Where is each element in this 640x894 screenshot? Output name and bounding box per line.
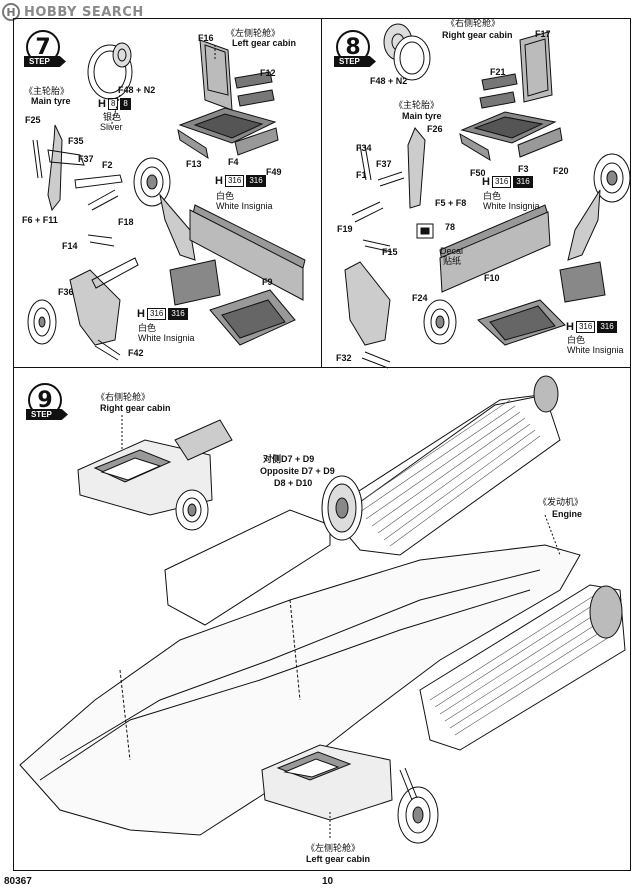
paint-code-fill: 8	[120, 98, 131, 110]
panel-step9	[13, 367, 631, 871]
paint-code-fill: 316	[168, 308, 188, 320]
paint-letter: H	[482, 176, 490, 188]
watermark: H HOBBY SEARCH	[2, 2, 144, 22]
part-f15: F15	[382, 247, 398, 257]
paint-white-8b-en: White Insignia	[567, 345, 624, 355]
part-f17: F17	[535, 29, 551, 39]
paint-white-1: H 316 316	[215, 175, 266, 187]
part-f4: F4	[228, 157, 239, 167]
paint-white-8a-cn: 白色	[483, 191, 502, 201]
paint-code: 316	[224, 175, 245, 187]
engine-en: Engine	[552, 509, 583, 519]
part-f5-f8: F5 + F8	[435, 198, 467, 208]
paint-sliver: H 8 8	[98, 98, 131, 110]
part-f24: F24	[412, 293, 428, 303]
part-f25: F25	[25, 115, 41, 125]
right-gear-cabin-cn: 《右侧轮舱》	[446, 18, 501, 28]
paint-code: 316	[491, 176, 512, 188]
part-f13: F13	[186, 159, 202, 169]
main-tyre-cn-8: 《主轮胎》	[394, 100, 440, 110]
step8-badge: 8 STEP	[334, 30, 376, 70]
paint-white-2: H 316 316	[137, 308, 188, 320]
right-gear-cabin-en: Right gear cabin	[442, 30, 513, 40]
paint-white-8a-en: White Insignia	[483, 201, 540, 211]
part-f18: F18	[118, 217, 134, 227]
part-f32: F32	[336, 353, 352, 363]
part-f50: F50	[470, 168, 486, 178]
paint-code-fill: 316	[513, 176, 533, 188]
part-f9: F9	[262, 277, 273, 287]
step9-tag: STEP	[26, 409, 68, 420]
part-f34: F34	[356, 143, 372, 153]
part-f20: F20	[553, 166, 569, 176]
step7-badge: 7 STEP	[24, 30, 66, 70]
part-f14: F14	[62, 241, 78, 251]
watermark-text: HOBBY SEARCH	[24, 4, 144, 20]
part-f37: F37	[78, 154, 94, 164]
step7-tag: STEP	[24, 56, 66, 67]
part-f35: F35	[68, 136, 84, 146]
part-f1: F1	[356, 170, 367, 180]
paint-letter: H	[98, 98, 106, 110]
paint-white-2-en: White Insignia	[138, 333, 195, 343]
part-f12: F12	[260, 68, 276, 78]
part-f6-f11: F6 + F11	[22, 215, 58, 225]
part-f48-n2: F48 + N2	[370, 76, 408, 86]
paint-code: 316	[575, 321, 596, 333]
opposite-en: Opposite D7 + D9	[260, 466, 335, 476]
paint-white-1-en: White Insignia	[216, 201, 273, 211]
paint-letter: H	[215, 175, 223, 187]
paint-sliver-cn: 银色	[103, 112, 122, 122]
engine-cn: 《发动机》	[538, 497, 584, 507]
main-tyre-cn: 《主轮胎》	[24, 86, 70, 96]
part-f3: F3	[518, 164, 529, 174]
part-f49: F49	[266, 167, 282, 177]
decal-number: 78	[445, 222, 456, 232]
part-f2: F2	[102, 160, 113, 170]
part-f37-8: F37	[376, 159, 392, 169]
d8-d10: D8 + D10	[274, 478, 313, 488]
step9-right-cabin-cn: 《右侧轮舱》	[96, 392, 151, 402]
part-f42: F42	[128, 348, 144, 358]
kit-code: 80367	[4, 876, 32, 887]
paint-white-8a: H 316 316	[482, 176, 533, 188]
paint-white-8b: H 316 316	[566, 321, 617, 333]
main-tyre-en: Main tyre	[31, 96, 71, 106]
paint-code: 316	[146, 308, 167, 320]
main-tyre-en-8: Main tyre	[402, 111, 442, 121]
paint-code: 8	[107, 98, 119, 110]
paint-white-2-cn: 白色	[138, 323, 157, 333]
opposite-cn: 对侧D7 + D9	[263, 454, 315, 464]
left-gear-cabin-en: Left gear cabin	[232, 38, 297, 48]
left-gear-cabin-cn: 《左侧轮舱》	[226, 28, 281, 38]
hobby-search-logo: H	[2, 3, 20, 21]
step9-left-cabin-cn: 《左侧轮舱》	[306, 843, 361, 853]
page-number: 10	[322, 876, 334, 887]
part-f10: F10	[484, 273, 500, 283]
part-f26: F26	[427, 124, 443, 134]
step9-left-cabin-en: Left gear cabin	[306, 854, 371, 864]
part-f21: F21	[490, 67, 506, 77]
paint-white-8b-cn: 白色	[567, 335, 586, 345]
part-f19: F19	[337, 224, 353, 234]
step9-badge: 9 STEP	[26, 383, 68, 423]
panel-step8	[321, 18, 631, 368]
part-f48-n2: F48 + N2	[118, 85, 156, 95]
decal-cn: 贴纸	[443, 256, 462, 266]
part-f36: F36	[58, 287, 74, 297]
part-f16: F16	[198, 33, 214, 43]
decal-label: Decal	[440, 246, 464, 256]
paint-letter: H	[137, 308, 145, 320]
paint-white-1-cn: 白色	[216, 191, 235, 201]
step8-tag: STEP	[334, 56, 376, 67]
paint-sliver-en: Sliver	[100, 122, 123, 132]
paint-code-fill: 316	[246, 175, 266, 187]
step9-right-cabin-en: Right gear cabin	[100, 403, 171, 413]
paint-letter: H	[566, 321, 574, 333]
paint-code-fill: 316	[597, 321, 617, 333]
